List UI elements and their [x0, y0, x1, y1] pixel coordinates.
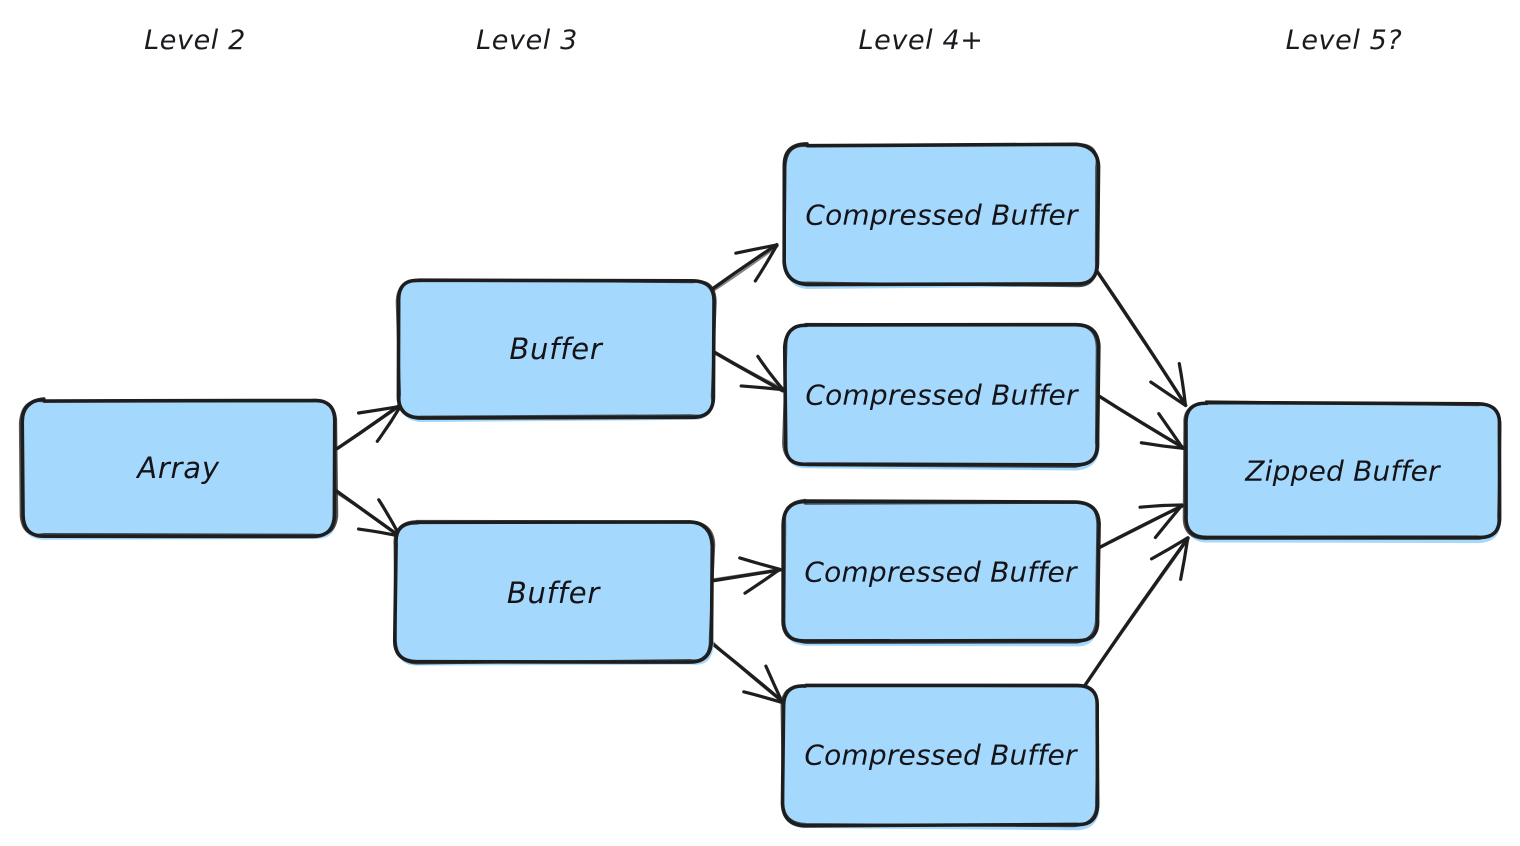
- node-buffer-top[interactable]: [398, 280, 714, 417]
- edge-array-to-buffer-top: [335, 403, 403, 451]
- node-border: [783, 498, 1099, 645]
- node-fill-base: [1184, 403, 1500, 539]
- edge-array-to-buffer-bottom: [330, 486, 402, 539]
- edge-compressed-3-to-zipped: [1086, 503, 1185, 556]
- edge-buffer-bottom-to-compressed-3: [712, 556, 782, 595]
- node-array[interactable]: [22, 400, 335, 536]
- node-fill-base: [785, 145, 1098, 285]
- column-header-level-3: Level 3: [476, 25, 578, 56]
- node-border: [395, 278, 717, 418]
- node-compressed-buffer-2[interactable]: [785, 325, 1098, 465]
- node-border: [393, 519, 716, 665]
- node-border: [396, 278, 716, 420]
- node-fill-base: [394, 522, 713, 662]
- edge-compressed-4-to-zipped: [1081, 536, 1190, 691]
- node-buffer-bottom[interactable]: [395, 523, 712, 662]
- node-border: [780, 683, 1100, 828]
- edge-buffer-top-to-compressed-2: [703, 344, 785, 393]
- node-border: [783, 143, 1098, 288]
- edge-buffer-top-to-compressed-1: [707, 242, 779, 295]
- edges-layer: [330, 242, 1190, 706]
- node-border: [18, 399, 339, 537]
- column-header-level-4-plus: Level 4+: [858, 25, 984, 56]
- node-border: [1182, 400, 1502, 540]
- column-header-level-5: Level 5?: [1285, 25, 1403, 56]
- node-fill-base: [782, 502, 1098, 643]
- node-fill-base: [783, 684, 1099, 827]
- column-header-level-2: Level 2: [144, 25, 246, 56]
- node-fill-base: [397, 278, 716, 418]
- node-compressed-buffer-1[interactable]: [785, 145, 1098, 284]
- node-fill-base: [783, 324, 1099, 464]
- node-border: [782, 322, 1098, 468]
- nodes-layer: [18, 142, 1502, 831]
- node-compressed-buffer-4[interactable]: [783, 685, 1098, 825]
- node-fill-base: [22, 399, 335, 536]
- node-zipped-buffer[interactable]: [1185, 403, 1500, 538]
- node-compressed-buffer-3[interactable]: [783, 502, 1098, 641]
- edge-buffer-bottom-to-compressed-4: [709, 640, 787, 706]
- node-border: [392, 520, 715, 664]
- edge-compressed-1-to-zipped: [1090, 262, 1188, 408]
- edge-compressed-2-to-zipped: [1092, 391, 1185, 450]
